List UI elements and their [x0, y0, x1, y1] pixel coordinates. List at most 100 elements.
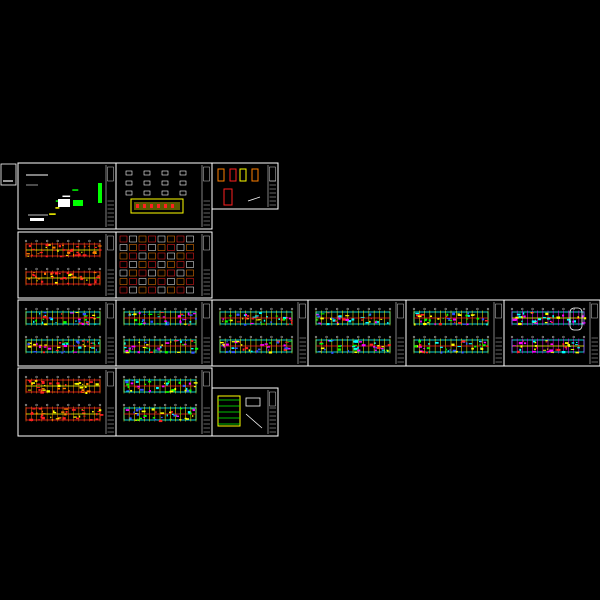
- axis-bubble: [77, 375, 80, 379]
- plan-detail-mark: [38, 389, 43, 391]
- plan-detail-mark: [177, 315, 181, 318]
- axis-bubble: [133, 307, 136, 311]
- plan-detail-mark: [45, 244, 49, 247]
- plan-detail-mark: [70, 312, 75, 314]
- axis-bubble: [486, 307, 490, 311]
- plan-detail-mark: [324, 348, 326, 351]
- axis-bubble: [56, 267, 59, 271]
- plan-detail-mark: [67, 413, 71, 415]
- plan-detail-mark: [423, 348, 426, 349]
- plan-detail-mark: [537, 318, 542, 321]
- plan-detail-mark: [40, 391, 44, 394]
- sheet-frame: [115, 162, 213, 230]
- axis-bubble: [444, 335, 447, 339]
- detail-window: [136, 204, 139, 208]
- plan-detail-mark: [90, 316, 94, 319]
- sheet-frame: [307, 299, 407, 367]
- plan-detail-mark: [561, 350, 566, 354]
- axis-bubble: [35, 335, 38, 339]
- plan-sheet-7: [503, 299, 600, 367]
- plan-detail-mark: [139, 417, 142, 420]
- plan-detail-mark: [94, 279, 98, 281]
- plan-detail-mark: [479, 343, 481, 346]
- plan-detail-mark: [381, 347, 384, 350]
- axis-bubble: [77, 267, 80, 271]
- axis-bubble: [88, 239, 91, 243]
- plan-detail-mark: [92, 314, 96, 317]
- plan-detail-mark: [276, 341, 279, 344]
- plan-detail-mark: [345, 318, 349, 322]
- title-strip-box: [299, 303, 306, 319]
- plan-detail-mark: [78, 346, 82, 349]
- plan-detail-mark: [82, 383, 84, 385]
- plan-detail-mark: [55, 322, 57, 323]
- detail-icon: [179, 190, 187, 196]
- plan-detail-mark: [42, 389, 46, 391]
- plan-detail-mark: [146, 344, 149, 346]
- axis-bubble: [562, 335, 565, 339]
- schedule-cell: [119, 278, 128, 285]
- plan-detail-mark: [550, 351, 555, 353]
- plan-detail-mark: [193, 341, 196, 343]
- axis-bubble: [194, 403, 198, 407]
- axis-bubble: [46, 335, 49, 339]
- plan-detail-mark: [184, 389, 187, 392]
- axis-bubble: [434, 335, 437, 339]
- sheet-frame: [17, 367, 117, 437]
- plan-detail-mark: [45, 246, 47, 249]
- plan-detail-mark: [165, 323, 169, 326]
- axis-bubble: [455, 307, 458, 311]
- plan-detail-mark: [83, 415, 86, 417]
- plan-detail-mark: [228, 319, 233, 321]
- plan-detail-mark: [97, 411, 101, 412]
- plan-detail-mark: [148, 380, 152, 383]
- plan-detail-mark: [454, 321, 456, 324]
- plan-detail-mark: [154, 418, 157, 421]
- schedule-cell: [157, 252, 166, 260]
- plan-detail-mark: [581, 315, 584, 318]
- plan-detail-mark: [178, 381, 181, 384]
- plan-detail-mark: [156, 347, 161, 349]
- plan-detail-mark: [155, 349, 159, 351]
- axis-bubble: [290, 307, 294, 311]
- plan-detail-mark: [141, 410, 146, 413]
- plan-detail-mark: [370, 317, 372, 320]
- plan-detail-mark: [282, 316, 287, 320]
- plan-detail-mark: [126, 390, 130, 392]
- axis-bubble: [388, 307, 392, 311]
- plan-detail-mark: [75, 312, 79, 314]
- plan-detail-mark: [50, 272, 54, 274]
- schedule-cell: [176, 252, 185, 260]
- plan-detail-mark: [98, 249, 102, 251]
- plan-detail-mark: [134, 412, 139, 414]
- axis-bubble: [367, 307, 370, 311]
- axis-bubble: [174, 307, 177, 311]
- plan-detail-mark: [545, 340, 548, 342]
- axis-bubble: [184, 307, 187, 311]
- plan-detail-mark: [222, 320, 224, 322]
- plan-detail-mark: [179, 413, 182, 415]
- plan-detail-mark: [37, 383, 41, 385]
- title-strip-box: [107, 166, 114, 182]
- legend-sheet: [17, 162, 117, 230]
- plan-detail-mark: [572, 320, 574, 323]
- plan-detail-mark: [124, 342, 126, 345]
- plan-detail-mark: [534, 348, 536, 351]
- plan-detail-mark: [438, 322, 442, 326]
- plan-detail-mark: [542, 316, 546, 319]
- axis-bubble: [122, 307, 126, 311]
- plan-detail-mark: [125, 380, 129, 384]
- plan-detail-mark: [37, 253, 40, 255]
- plan-detail-mark: [487, 346, 489, 348]
- axis-bubble: [582, 335, 586, 339]
- plan-detail-mark: [452, 318, 457, 321]
- plan-detail-mark: [127, 385, 130, 389]
- schedule-cell: [167, 278, 175, 285]
- plan-detail-mark: [36, 387, 41, 388]
- axis-bubble: [184, 375, 187, 379]
- axis-bubble: [164, 307, 167, 311]
- plan-detail-mark: [583, 317, 587, 320]
- plan-detail-mark: [532, 340, 536, 343]
- plan-detail-mark: [82, 344, 84, 346]
- column-section: [251, 168, 259, 182]
